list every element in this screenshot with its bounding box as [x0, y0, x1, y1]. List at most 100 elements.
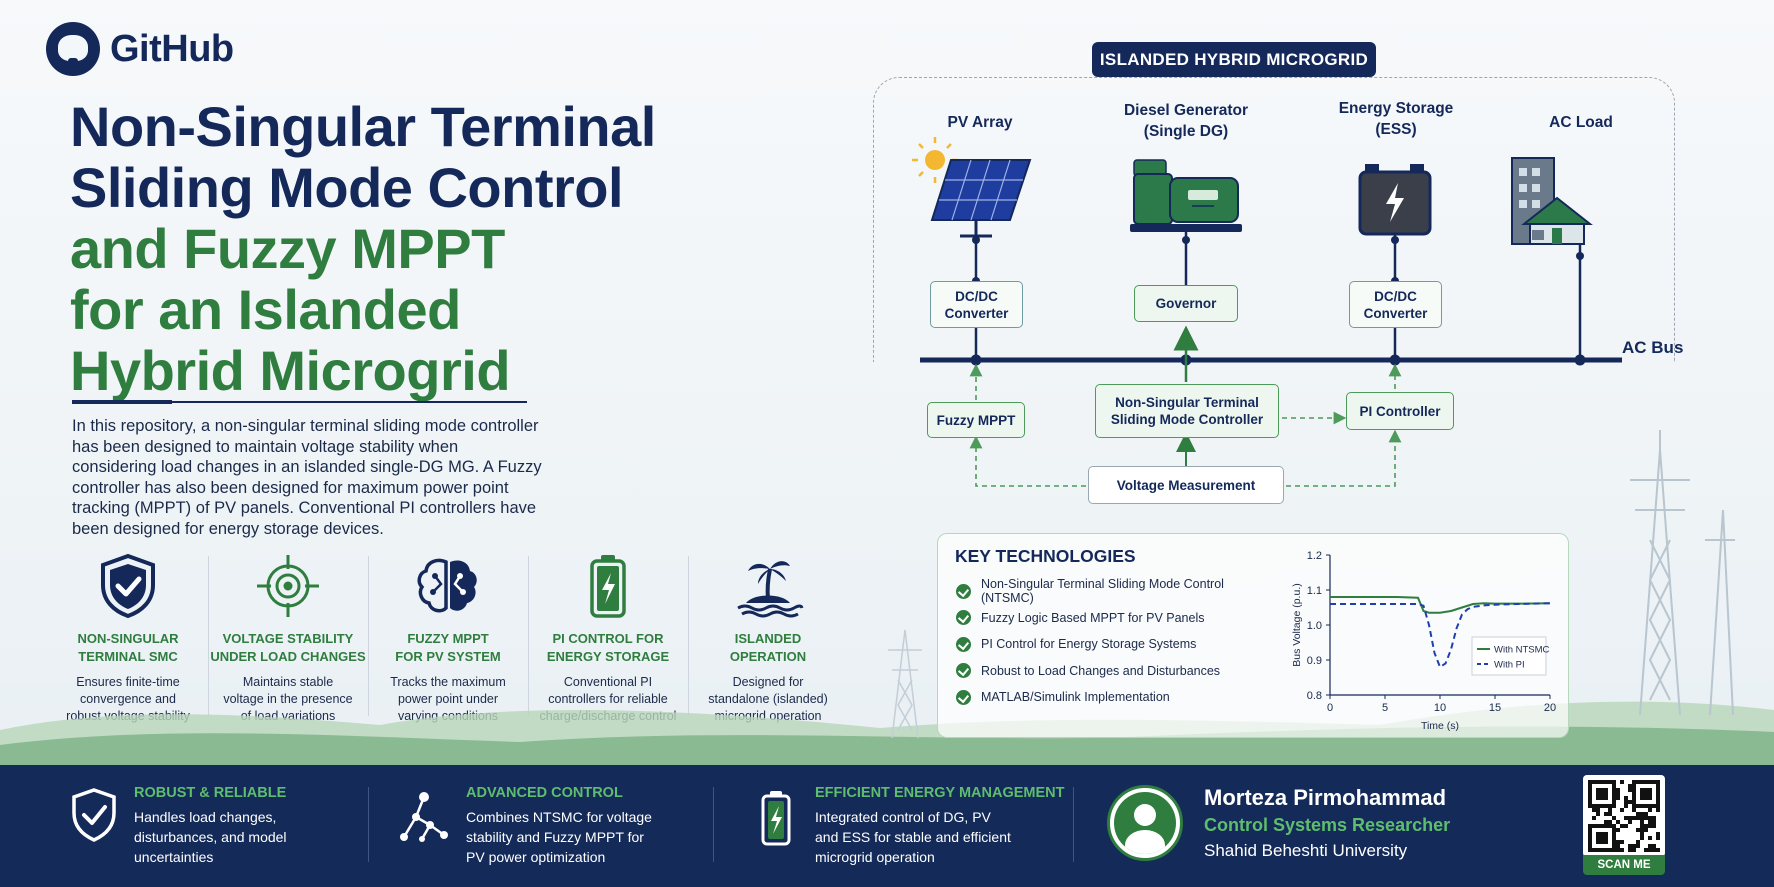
- list-item: Fuzzy Logic Based MPPT for PV Panels: [956, 605, 1276, 632]
- sun-icon: [912, 137, 958, 183]
- qr-module: [1616, 840, 1620, 844]
- qr-module: [1656, 836, 1660, 840]
- qr-module: [1648, 848, 1652, 852]
- diagram-frame: [873, 77, 1675, 362]
- qr-module: [1652, 820, 1656, 824]
- series-line-1: [1330, 602, 1551, 669]
- box-line: DC/DC: [1374, 288, 1417, 304]
- author-name: Morteza Pirmohammad: [1204, 785, 1447, 810]
- qr-module: [1648, 824, 1652, 828]
- qr-module: [1640, 824, 1644, 828]
- qr-module: [1628, 784, 1632, 788]
- x-axis-label: Time (s): [1421, 720, 1459, 732]
- qr-module: [1640, 828, 1644, 832]
- qr-module: [1636, 812, 1640, 816]
- qr-module: [1640, 816, 1644, 820]
- list-item: MATLAB/Simulink Implementation: [956, 684, 1276, 711]
- fuzzy-mppt-box[interactable]: Fuzzy MPPT: [927, 402, 1025, 438]
- footer-advanced: ADVANCED CONTROL Combines NTSMC for volt…: [466, 785, 652, 867]
- qr-module: [1640, 832, 1644, 836]
- pv-array-label: PV Array: [947, 114, 1013, 131]
- qr-module: [1620, 840, 1624, 844]
- qr-module: [1652, 844, 1656, 848]
- power-tower-icon: [1630, 430, 1735, 716]
- legend-box: [1471, 636, 1547, 676]
- governor-box[interactable]: Governor: [1134, 285, 1238, 322]
- qr-module: [1596, 812, 1600, 816]
- diesel-generator-icon: [1130, 159, 1242, 232]
- qr-module: [1616, 844, 1620, 848]
- energy-storage-label: Energy Storage (ESS): [1318, 98, 1474, 140]
- qr-module: [1620, 808, 1624, 812]
- ntsmc-box[interactable]: Non-Singular Terminal Sliding Mode Contr…: [1095, 384, 1279, 438]
- title-divider: [72, 400, 527, 404]
- feature-desc: power point under: [397, 692, 499, 706]
- box-line: Non-Singular Terminal: [1115, 395, 1259, 410]
- qr-module: [1644, 812, 1648, 816]
- qr-module: [1616, 848, 1620, 852]
- solar-panel-icon: [930, 159, 1032, 238]
- qr-module: [1628, 788, 1632, 792]
- ess-label-line2: (ESS): [1375, 121, 1417, 138]
- feature-title: PI CONTROL FOR: [552, 631, 664, 646]
- title-line-4: for an Islanded: [70, 278, 461, 341]
- footer-bar: ROBUST & RELIABLE Handles load changes, …: [0, 765, 1774, 887]
- dcdc-converter-pv[interactable]: DC/DC Converter: [930, 281, 1023, 328]
- feature-title: FUZZY MPPT: [407, 631, 489, 646]
- battery-icon: [590, 555, 626, 618]
- voltage-measurement-box[interactable]: Voltage Measurement: [1088, 466, 1284, 504]
- qr-module: [1592, 808, 1596, 812]
- shield-check-icon: [72, 788, 116, 842]
- footer-advanced-desc: Combines NTSMC for voltage stability and…: [466, 807, 652, 867]
- brand-name: GitHub: [110, 27, 234, 70]
- check-circle-icon: [956, 610, 971, 626]
- list-item-text: MATLAB/Simulink Implementation: [981, 690, 1170, 705]
- qr-module: [1640, 836, 1644, 840]
- legend-label: With PI: [1494, 660, 1525, 671]
- ess-label-line1: Energy Storage: [1338, 100, 1454, 117]
- qr-module: [1632, 848, 1636, 852]
- qr-module: [1620, 824, 1624, 828]
- feature-desc: Maintains stable: [242, 675, 334, 689]
- y-tick-label: 0.9: [1307, 655, 1322, 667]
- y-tick-label: 1.0: [1307, 620, 1322, 632]
- qr-module: [1616, 792, 1620, 796]
- list-item-text: Robust to Load Changes and Disturbances: [981, 663, 1221, 678]
- qr-module: [1644, 824, 1648, 828]
- user-icon: [1114, 792, 1176, 854]
- desc-line: stability and Fuzzy MPPT for: [466, 829, 644, 845]
- island-icon: [737, 561, 804, 618]
- qr-module: [1616, 820, 1620, 824]
- pi-controller-box[interactable]: PI Controller: [1346, 392, 1454, 430]
- y-tick-label: 1.1: [1307, 585, 1322, 597]
- key-technologies-card: [937, 533, 1569, 738]
- qr-module: [1608, 812, 1612, 816]
- feature-title: ISLANDED: [734, 631, 802, 646]
- github-logo[interactable]: GitHub: [46, 22, 234, 76]
- check-circle-icon: [956, 636, 971, 652]
- desc-line: Combines NTSMC for voltage: [466, 809, 652, 825]
- qr-module: [1648, 836, 1652, 840]
- list-item: Robust to Load Changes and Disturbances: [956, 658, 1276, 685]
- x-tick-label: 5: [1382, 702, 1388, 714]
- qr-module: [1648, 820, 1652, 824]
- list-item: PI Control for Energy Storage Systems: [956, 631, 1276, 658]
- qr-module: [1652, 824, 1656, 828]
- qr-module: [1640, 820, 1644, 824]
- ac-load-label: AC Load: [1549, 114, 1613, 131]
- qr-module: [1624, 800, 1628, 804]
- author-university: Shahid Beheshti University: [1204, 841, 1408, 860]
- footer-robust-title: ROBUST & RELIABLE: [134, 785, 287, 801]
- qr-module: [1608, 820, 1612, 824]
- feature-desc: controllers for reliable: [548, 692, 668, 706]
- qr-code[interactable]: [1583, 775, 1665, 857]
- energy-storage-icon: [1358, 164, 1432, 236]
- qr-module: [1624, 824, 1628, 828]
- feature-title: OPERATION: [729, 649, 807, 664]
- footer-robust-desc: Handles load changes, disturbances, and …: [134, 807, 287, 867]
- legend-label: With NTSMC: [1494, 645, 1550, 656]
- title-line-5: Hybrid Microgrid: [70, 339, 511, 402]
- qr-module: [1632, 844, 1636, 848]
- dcdc-converter-ess[interactable]: DC/DC Converter: [1349, 281, 1442, 328]
